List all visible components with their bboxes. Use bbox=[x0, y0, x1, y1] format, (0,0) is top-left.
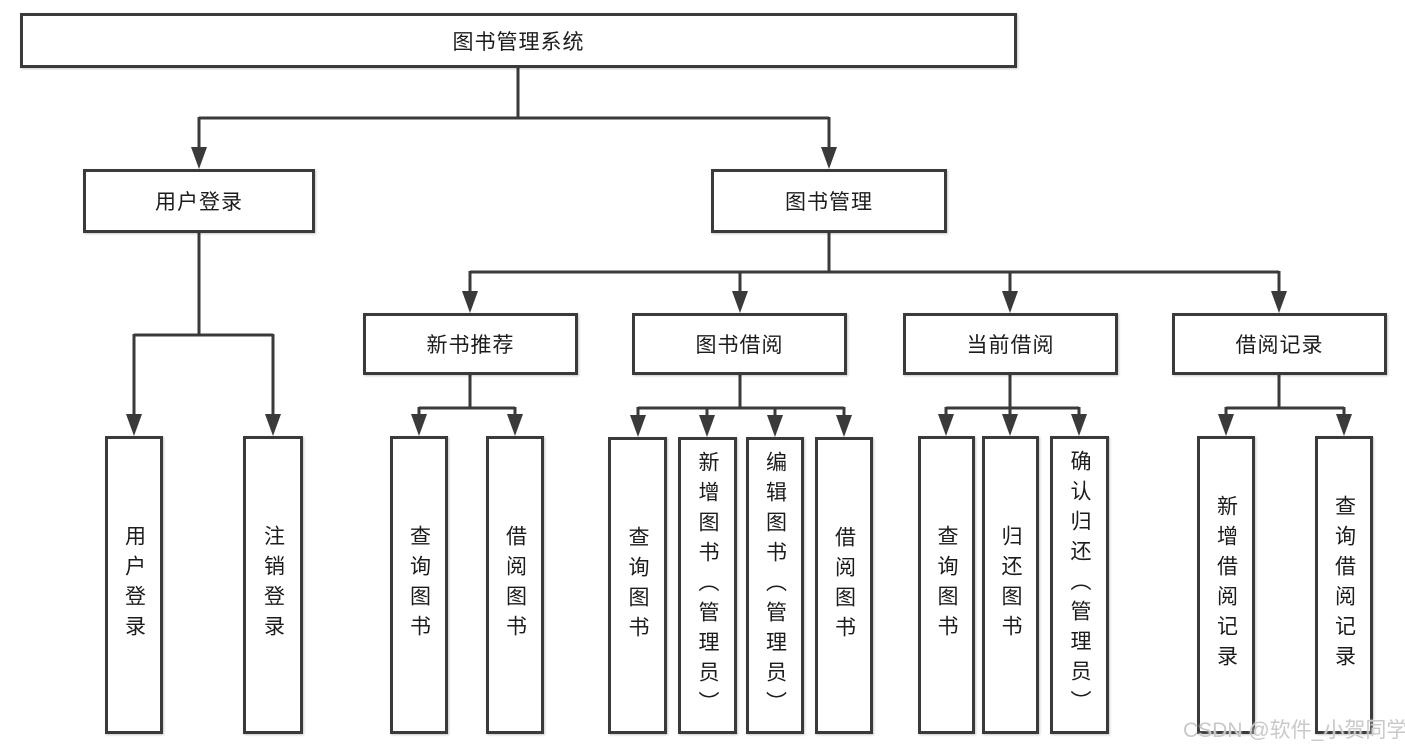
node-root: 图书管理系统 bbox=[20, 13, 1017, 68]
leaf-edit-books-admin: 编辑图书（管理员） bbox=[746, 437, 804, 734]
arrow-icon bbox=[767, 415, 783, 437]
leaf-add-borrow-record: 新增借阅记录 bbox=[1197, 436, 1255, 734]
arrow-icon bbox=[462, 291, 478, 313]
leaf-borrow-books-1: 借阅图书 bbox=[486, 436, 544, 734]
leaf-query-books-3-label: 查询图书 bbox=[935, 525, 958, 645]
arrow-icon bbox=[821, 147, 837, 169]
leaf-return-books: 归还图书 bbox=[982, 436, 1039, 734]
arrow-icon bbox=[699, 415, 715, 437]
node-borrow-records: 借阅记录 bbox=[1172, 313, 1387, 375]
leaf-borrow-books-2-label: 借阅图书 bbox=[832, 525, 856, 646]
node-book-borrow: 图书借阅 bbox=[632, 313, 847, 375]
leaf-query-borrow-record-label: 查询借阅记录 bbox=[1332, 495, 1356, 675]
leaf-borrow-books-2: 借阅图书 bbox=[815, 437, 873, 734]
arrow-icon bbox=[507, 414, 523, 436]
node-user-login-label: 用户登录 bbox=[155, 191, 243, 214]
node-user-login: 用户登录 bbox=[83, 169, 315, 233]
node-current-borrow: 当前借阅 bbox=[903, 313, 1118, 375]
node-new-book-recommend-label: 新书推荐 bbox=[426, 334, 515, 357]
arrow-icon bbox=[1071, 414, 1087, 436]
arrow-icon bbox=[1271, 291, 1287, 313]
node-book-borrow-label: 图书借阅 bbox=[695, 334, 784, 357]
leaf-query-books-1-label: 查询图书 bbox=[407, 525, 431, 645]
node-book-management-label: 图书管理 bbox=[785, 191, 873, 214]
leaf-logout-label: 注销登录 bbox=[261, 525, 285, 645]
leaf-query-books-3: 查询图书 bbox=[918, 436, 975, 734]
leaf-return-books-label: 归还图书 bbox=[999, 525, 1022, 645]
arrow-icon bbox=[191, 147, 207, 169]
leaf-logout: 注销登录 bbox=[243, 436, 303, 734]
node-root-label: 图书管理系统 bbox=[452, 30, 585, 54]
arrow-icon bbox=[265, 414, 281, 436]
csdn-watermark: CSDN @软件_小贺同学 bbox=[1183, 719, 1405, 742]
leaf-query-borrow-record: 查询借阅记录 bbox=[1315, 436, 1373, 734]
leaf-user-login-label: 用户登录 bbox=[122, 525, 146, 645]
node-current-borrow-label: 当前借阅 bbox=[966, 334, 1055, 357]
node-new-book-recommend: 新书推荐 bbox=[363, 313, 578, 375]
leaf-add-books-admin-label: 新增图书（管理员） bbox=[696, 450, 719, 721]
leaf-confirm-return-admin-label: 确认归还（管理员） bbox=[1068, 450, 1091, 720]
leaf-query-books-2-label: 查询图书 bbox=[626, 525, 649, 646]
arrow-icon bbox=[732, 291, 748, 313]
arrow-icon bbox=[938, 414, 954, 436]
arrow-icon bbox=[411, 414, 427, 436]
node-book-management: 图书管理 bbox=[711, 169, 947, 233]
arrow-icon bbox=[836, 415, 852, 437]
leaf-user-login: 用户登录 bbox=[105, 436, 163, 734]
leaf-borrow-books-1-label: 借阅图书 bbox=[503, 525, 527, 645]
leaf-edit-books-admin-label: 编辑图书（管理员） bbox=[763, 450, 787, 721]
leaf-query-books-2: 查询图书 bbox=[608, 437, 667, 734]
arrow-icon bbox=[1218, 414, 1234, 436]
arrow-icon bbox=[1002, 414, 1018, 436]
node-borrow-records-label: 借阅记录 bbox=[1235, 334, 1324, 357]
leaf-add-borrow-record-label: 新增借阅记录 bbox=[1214, 495, 1238, 675]
leaf-add-books-admin: 新增图书（管理员） bbox=[678, 437, 737, 734]
arrow-icon bbox=[126, 414, 142, 436]
arrow-icon bbox=[1002, 291, 1018, 313]
arrow-icon bbox=[630, 415, 646, 437]
leaf-confirm-return-admin: 确认归还（管理员） bbox=[1050, 436, 1109, 734]
arrow-icon bbox=[1336, 414, 1352, 436]
leaf-query-books-1: 查询图书 bbox=[390, 436, 448, 734]
